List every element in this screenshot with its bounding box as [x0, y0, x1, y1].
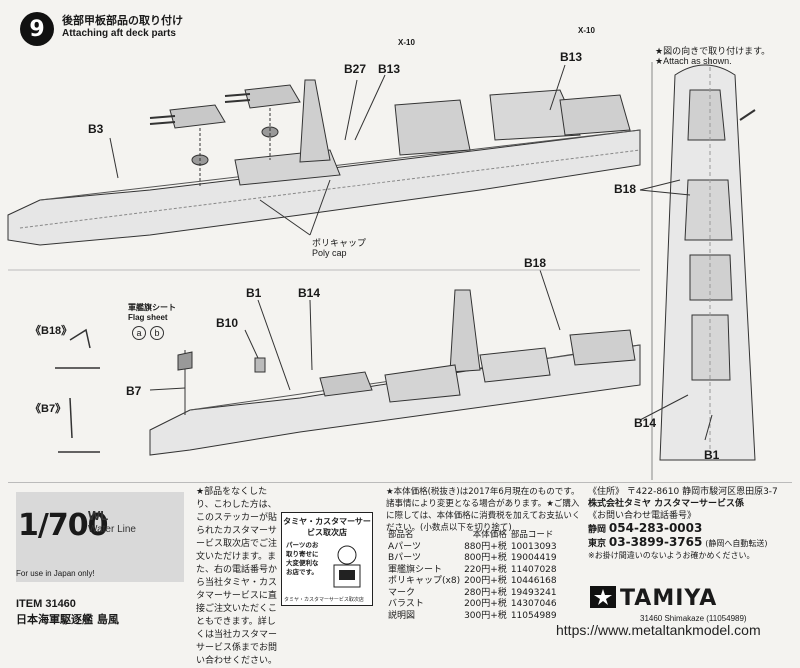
part-price: 280円+税: [464, 587, 507, 598]
address: 〒422-8610 静岡市駿河区恩田原3-7: [626, 487, 778, 497]
label-x10-a: X-10: [398, 38, 415, 47]
contact-info: 《住所》 〒422-8610 静岡市駿河区恩田原3-7 株式会社タミヤ カスタマ…: [588, 486, 786, 562]
turret-upper-1: [169, 104, 226, 129]
step-title-en: Attaching aft deck parts: [62, 28, 176, 39]
shizuoka-phone: 054-283-0003: [608, 521, 703, 535]
tamiya-star-icon: [590, 586, 616, 608]
header-price: 本体価格: [472, 530, 507, 540]
label-b1-right: B1: [704, 448, 720, 462]
label-b14-right: B14: [634, 416, 657, 430]
part-name: バラスト: [388, 599, 424, 609]
header-part-name: 部品名: [388, 530, 414, 540]
part-code: 11407028: [510, 564, 557, 575]
item-name: 日本海軍駆逐艦 島風: [16, 613, 119, 626]
company-name: 株式会社タミヤ カスタマーサービス係: [588, 499, 744, 509]
part-code: 19493241: [510, 587, 557, 598]
label-b27: B27: [344, 62, 367, 76]
turret-upper-2: [244, 84, 301, 109]
part-price: 880円+税: [464, 541, 507, 552]
scale-name: Water Line: [88, 524, 136, 535]
japan-only-note: For use in Japan only!: [16, 569, 95, 578]
part-price: 800円+税: [464, 553, 507, 563]
label-b1-mid: B1: [246, 286, 262, 300]
step-title-jp: 後部甲板部品の取り付け: [62, 14, 183, 27]
part-name: マーク: [388, 587, 416, 598]
badge-title: タミヤ・カスタマーサービス取次店: [283, 517, 371, 537]
flag-sheet-jp: 軍艦旗シート: [128, 303, 176, 312]
item-number: ITEM 31460: [16, 598, 76, 610]
part-name: ポリキャップ(x8): [388, 576, 461, 586]
badge-footer: タミヤ・カスタマーサービス取次店: [284, 597, 364, 603]
scale-code: WL: [88, 508, 109, 523]
mascot-icon: [333, 545, 361, 588]
part-name: 説明図: [388, 610, 416, 621]
part-name: Bパーツ: [388, 553, 421, 563]
price-table-header: 部品名 本体価格 部品コード: [386, 530, 559, 542]
label-b18-ref: 《B18》: [30, 325, 73, 337]
upper-hull: [7, 129, 641, 246]
part-code: 19004419: [510, 553, 557, 563]
step-number: 9: [20, 12, 54, 46]
flag-a-marker: a: [132, 326, 146, 340]
flag-sheet-en: Flag sheet: [128, 313, 168, 322]
part-code: 10013093: [510, 541, 557, 552]
flag-b-marker: b: [150, 326, 164, 340]
part-price: 200円+税: [464, 576, 507, 586]
call-caution: ※お掛け間違いのないようお確かめください。: [588, 551, 755, 560]
product-code: 31460 Shimakaze (11054989): [640, 614, 747, 623]
label-b7-ref: 《B7》: [30, 403, 67, 415]
label-b13-b: B13: [560, 50, 583, 64]
lower-superstructure: [384, 364, 461, 403]
part-code: 11054989: [510, 610, 557, 621]
label-b14-mid: B14: [298, 286, 321, 300]
part-code: 14307046: [510, 599, 557, 609]
tamiya-logo-text: TAMIYA: [620, 586, 718, 611]
tamiya-logo: TAMIYA: [590, 586, 717, 611]
tokyo-note: (静岡へ自動転送): [705, 539, 768, 548]
attach-note-jp: ★図の向きで取り付けます。: [655, 47, 771, 57]
tokyo-phone: 03-3899-3765: [608, 535, 703, 549]
label-b18-mid: B18: [524, 256, 547, 270]
part-price: 220円+税: [464, 564, 507, 575]
label-b7: B7: [126, 384, 142, 398]
shizuoka-label: 静岡: [588, 525, 607, 535]
label-b13-a: B13: [378, 62, 401, 76]
part-name: Aパーツ: [388, 541, 421, 552]
customer-service-badge: タミヤ・カスタマーサービス取次店 パーツのお取り寄せに大変便利なお店です。 タミ…: [281, 512, 373, 606]
label-b3: B3: [88, 122, 104, 136]
footer-divider: [8, 482, 792, 483]
phone-label: 《お問い合わせ電話番号》: [588, 511, 697, 521]
parts-notice-text: ★部品をなくしたり、こわした方は、このステッカーが貼られたカスタマーサービス取次…: [196, 487, 278, 666]
attach-note-en: ★Attach as shown.: [655, 56, 732, 66]
part-code: 10446168: [510, 576, 557, 586]
scale-badge: [16, 492, 184, 582]
part-price: 300円+税: [464, 610, 507, 621]
label-x10-b: X-10: [578, 26, 595, 35]
address-label: 《住所》: [588, 487, 625, 497]
watermark-url: https://www.metaltankmodel.com: [556, 622, 761, 638]
tokyo-label: 東京: [588, 539, 607, 549]
part-name: 軍艦旗シート: [388, 564, 443, 575]
label-b18-top: B18: [614, 182, 637, 196]
assembly-diagram: [7, 60, 756, 480]
polycap-label-jp: ポリキャップ: [312, 239, 367, 249]
price-note: ★本体価格(税抜き)は2017年6月現在のものです。諸事情により変更となる場合が…: [386, 487, 581, 533]
polycap-label-en: Poly cap: [312, 248, 347, 258]
part-price: 200円+税: [464, 599, 507, 609]
label-b10: B10: [216, 316, 239, 330]
scale-ratio: 1/700: [18, 508, 108, 543]
header-part-code: 部品コード: [510, 530, 554, 540]
badge-text: パーツのお取り寄せに大変便利なお店です。: [286, 541, 319, 576]
